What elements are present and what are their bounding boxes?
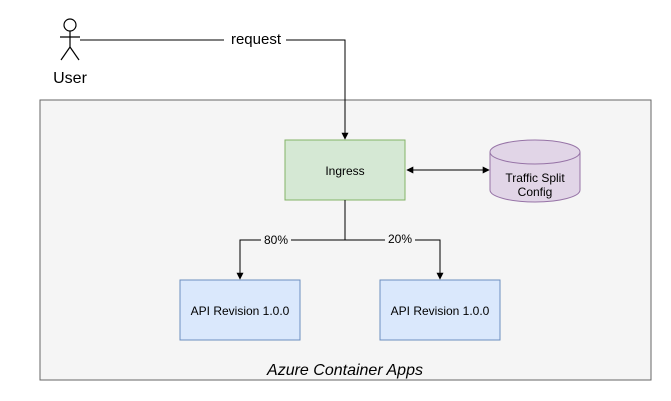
request-edge: request [80, 30, 349, 140]
ingress-label: Ingress [325, 164, 364, 178]
api-revision-left-node[interactable]: API Revision 1.0.0 [179, 279, 301, 341]
database-cylinder-icon [489, 139, 581, 203]
config-label-line1: Traffic Split [505, 171, 565, 185]
stick-figure-icon [60, 18, 80, 61]
user-actor[interactable]: User [53, 18, 88, 87]
split-right-label: 20% [388, 232, 412, 246]
split-edge-left: 80% [236, 200, 346, 280]
ingress-node[interactable]: Ingress [284, 139, 406, 201]
config-label-line2: Config [518, 185, 553, 199]
revision-right-label: API Revision 1.0.0 [391, 304, 490, 318]
split-left-label: 80% [264, 233, 288, 247]
split-edge-right: 20% [345, 232, 444, 280]
api-revision-right-node[interactable]: API Revision 1.0.0 [379, 279, 501, 341]
revision-left-label: API Revision 1.0.0 [191, 304, 290, 318]
traffic-split-config-node[interactable]: Traffic Split Config [489, 139, 581, 203]
user-label: User [53, 70, 87, 87]
request-label: request [231, 31, 282, 48]
container-label: Azure Container Apps [266, 362, 423, 379]
